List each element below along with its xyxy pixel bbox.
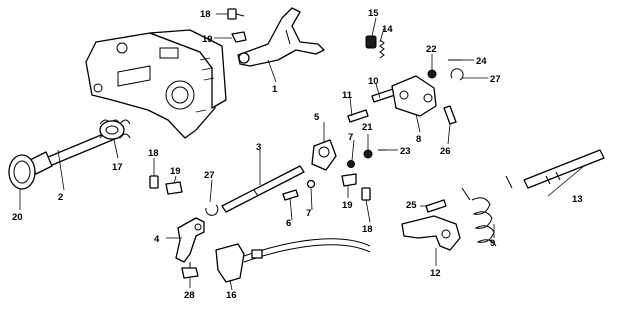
callout-16: 16 <box>226 290 237 301</box>
callout-12: 12 <box>430 268 441 279</box>
oil-seal <box>8 154 36 190</box>
callout-5: 5 <box>314 112 320 123</box>
shift-fork <box>237 7 325 67</box>
callout-18c: 18 <box>362 224 373 235</box>
callout-15: 15 <box>368 8 379 19</box>
callout-27b: 27 <box>490 74 501 85</box>
callout-19a: 19 <box>202 34 213 45</box>
clip-19-right <box>341 173 357 187</box>
lever-12 <box>401 215 461 251</box>
detent-spring-14 <box>379 39 385 59</box>
interlock-block-8 <box>391 75 437 117</box>
callout-23: 23 <box>400 146 411 157</box>
callout-8: 8 <box>416 134 421 145</box>
bolt-18-top <box>227 8 245 20</box>
callout-2: 2 <box>58 192 63 203</box>
callout-7a: 7 <box>306 208 311 219</box>
callout-26: 26 <box>440 146 451 157</box>
callout-25: 25 <box>406 200 417 211</box>
shift-rod <box>221 165 305 213</box>
bolt-18-right <box>361 187 371 201</box>
bolt-6 <box>282 189 299 201</box>
callout-6: 6 <box>286 218 291 229</box>
bolt-28 <box>181 262 199 279</box>
washer-22 <box>427 69 437 79</box>
clip-19-left <box>165 181 183 195</box>
bolt-18-left <box>149 175 159 189</box>
selector-shaft <box>29 127 123 175</box>
clip-19-top <box>231 31 247 43</box>
callout-13: 13 <box>572 194 583 205</box>
return-spring-17 <box>99 119 131 140</box>
shift-housing <box>85 29 227 139</box>
circlip-27-right <box>450 68 464 81</box>
callout-4: 4 <box>154 234 160 245</box>
lever-5 <box>311 139 337 171</box>
torsion-spring-9 <box>461 175 513 247</box>
callout-17: 17 <box>112 162 123 173</box>
nut-21 <box>363 149 373 159</box>
callout-7b: 7 <box>348 132 353 143</box>
callout-27a: 27 <box>204 170 215 181</box>
pin-26 <box>443 105 457 125</box>
leader-lines <box>19 13 585 291</box>
callout-19b: 19 <box>170 166 181 177</box>
callout-labels: 1 2 3 4 5 6 7 7 8 9 10 11 12 13 14 15 16… <box>12 8 583 301</box>
circlip-27-left <box>205 204 219 216</box>
callout-28: 28 <box>184 290 195 301</box>
callout-11: 11 <box>342 90 353 101</box>
shaft-13 <box>523 149 605 189</box>
callout-9: 9 <box>490 238 495 249</box>
callout-24: 24 <box>476 56 487 67</box>
shift-arm-4 <box>175 217 205 263</box>
shift-cable-16 <box>215 238 371 283</box>
callout-19c: 19 <box>342 200 353 211</box>
pin-11 <box>347 109 369 123</box>
callout-20: 20 <box>12 212 23 223</box>
washers-7 <box>306 160 355 189</box>
pin-25 <box>425 199 447 213</box>
callout-3: 3 <box>256 142 261 153</box>
callout-22: 22 <box>426 44 437 55</box>
callout-1: 1 <box>272 84 278 95</box>
detent-ball-15 <box>365 35 377 49</box>
callout-18b: 18 <box>148 148 159 159</box>
callout-18a: 18 <box>200 9 211 20</box>
callout-10: 10 <box>368 76 379 87</box>
callout-14: 14 <box>382 24 393 35</box>
callout-21: 21 <box>362 122 373 133</box>
